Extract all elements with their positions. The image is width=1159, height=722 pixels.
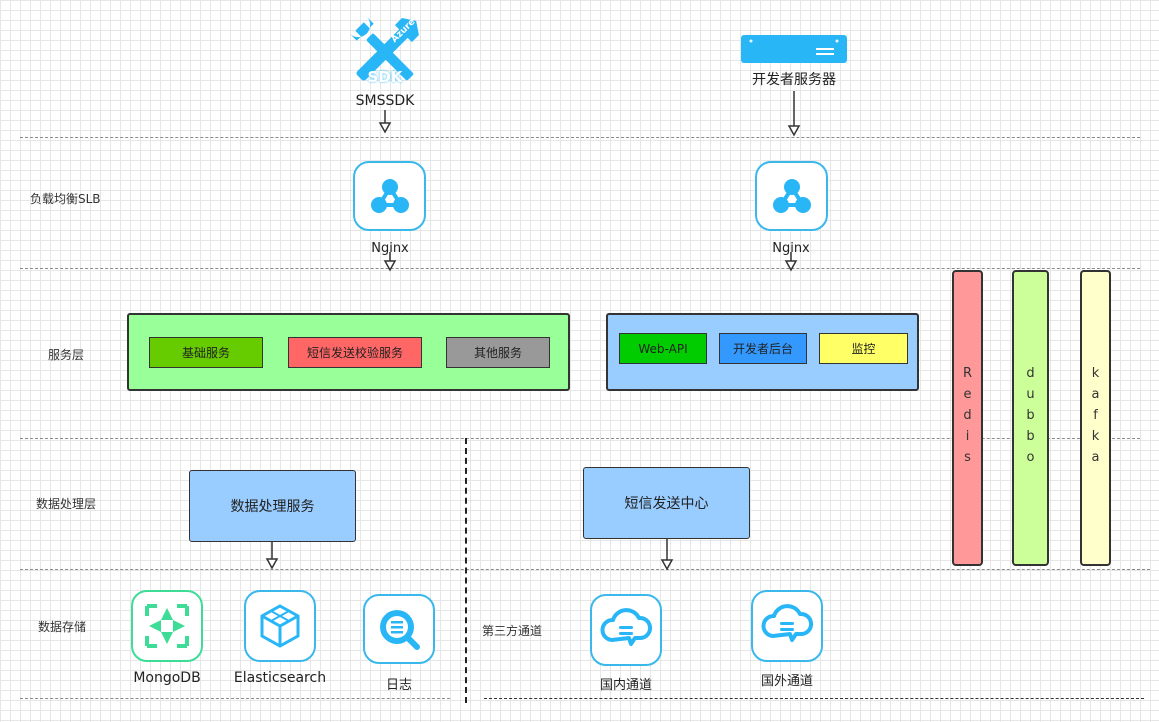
sms-send-center[interactable]: 短信发送中心 — [583, 467, 750, 539]
server-icon — [741, 35, 847, 63]
chip-other-service[interactable]: 其他服务 — [446, 337, 550, 368]
layer-label-third-party: 第三方通道 — [482, 624, 543, 638]
cloud-chat-icon — [761, 604, 813, 642]
chip-basic-service[interactable]: 基础服务 — [149, 337, 263, 368]
separator-bottom-left — [20, 698, 450, 699]
nginx-right-label: Nginx — [772, 241, 810, 256]
sdk-logo-text: SDK — [367, 68, 403, 86]
developer-server-label: 开发者服务器 — [752, 72, 836, 88]
share-network-icon — [773, 179, 811, 213]
chip-sms-check-service[interactable]: 短信发送校验服务 — [288, 337, 422, 368]
cube-icon — [260, 604, 300, 648]
separator-bottom-right — [484, 698, 1144, 699]
chip-monitor[interactable]: 监控 — [819, 333, 908, 364]
mongodb-icon — [145, 604, 189, 648]
arrow-nginx-left-down — [383, 252, 397, 272]
log-tile[interactable] — [363, 594, 435, 664]
wrench-screwdriver-icon — [349, 16, 419, 81]
layer-label-data-processing: 数据处理层 — [36, 497, 97, 511]
sms-send-center-label: 短信发送中心 — [624, 496, 709, 512]
nginx-left-tile[interactable] — [353, 161, 426, 231]
separator-slb — [20, 268, 1140, 269]
redis-label: Redis — [960, 365, 975, 471]
vertical-divider — [465, 438, 467, 703]
dubbo-label: dubbo — [1023, 365, 1038, 471]
separator-processing — [20, 569, 1150, 570]
search-list-icon — [380, 610, 420, 650]
foreign-channel-tile[interactable] — [751, 590, 823, 662]
data-processing-service-label: 数据处理服务 — [230, 499, 315, 515]
chip-developer-backend[interactable]: 开发者后台 — [719, 333, 807, 364]
dubbo-pillar[interactable]: dubbo — [1012, 270, 1049, 566]
arrow-data-service-down — [265, 542, 279, 570]
foreign-channel-label: 国外通道 — [760, 674, 813, 689]
layer-label-service: 服务层 — [48, 348, 85, 362]
chip-web-api[interactable]: Web-API — [619, 333, 707, 364]
domestic-channel-label: 国内通道 — [599, 678, 652, 693]
data-processing-service[interactable]: 数据处理服务 — [189, 470, 356, 542]
service-group-right: Web-API 开发者后台 监控 — [606, 313, 919, 391]
separator-top — [20, 137, 1140, 138]
share-network-icon — [371, 179, 409, 213]
mongodb-label: MongoDB — [133, 670, 201, 686]
kafka-label: kafka — [1088, 365, 1103, 471]
sdk-label: SMSSDK — [355, 93, 415, 109]
layer-label-slb: 负载均衡SLB — [30, 192, 101, 206]
domestic-channel-tile[interactable] — [590, 594, 662, 666]
mongodb-tile[interactable] — [131, 590, 203, 662]
elasticsearch-label: Elasticsearch — [233, 670, 327, 686]
sdk-client[interactable]: SDK Azure — [345, 12, 425, 92]
nginx-right-tile[interactable] — [755, 161, 828, 231]
log-label: 日志 — [385, 678, 412, 693]
elasticsearch-tile[interactable] — [244, 590, 316, 662]
separator-service — [20, 438, 1140, 439]
developer-server[interactable] — [741, 35, 847, 65]
kafka-pillar[interactable]: kafka — [1080, 270, 1111, 566]
layer-label-data-storage: 数据存储 — [38, 620, 87, 634]
arrow-sdk-to-nginx — [378, 110, 392, 134]
arrow-server-to-nginx — [787, 91, 801, 137]
arrow-nginx-right-down — [784, 252, 798, 272]
nginx-left-label: Nginx — [371, 241, 409, 256]
arrow-sms-center-down — [660, 539, 674, 571]
cloud-chat-icon — [600, 608, 652, 646]
redis-pillar[interactable]: Redis — [952, 270, 983, 566]
service-group-left: 基础服务 短信发送校验服务 其他服务 — [127, 313, 570, 391]
